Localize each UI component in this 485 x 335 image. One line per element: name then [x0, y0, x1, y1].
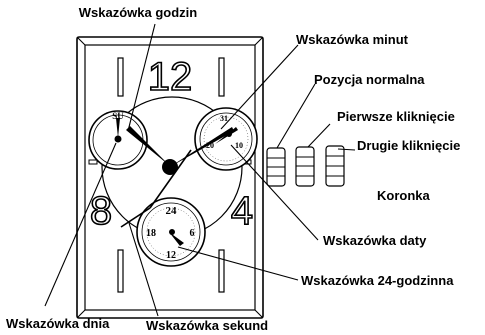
label-crown: Koronka — [377, 188, 431, 203]
label-minute-hand: Wskazówka minut — [296, 32, 409, 47]
date-label-31: 31 — [220, 114, 228, 123]
index-5 — [218, 249, 225, 293]
day-label-su: SU — [112, 111, 124, 121]
label-hour-hand: Wskazówka godzin — [79, 5, 198, 20]
label-day-hand: Wskazówka dnia — [6, 316, 110, 331]
label-normal-position: Pozycja normalna — [314, 72, 425, 87]
numeral-4: 4 — [231, 189, 253, 233]
leader-day-hand — [44, 142, 117, 307]
leader-date-hand — [230, 144, 319, 241]
leader-first-click — [307, 123, 331, 148]
index-1 — [218, 57, 225, 97]
label-second-click: Drugie kliknięcie — [357, 138, 460, 153]
leader-hour-hand — [127, 23, 156, 132]
numeral-8: 8 — [90, 189, 112, 233]
date-subdial: 31 20 10 — [194, 107, 258, 171]
h24-label-18: 18 — [146, 228, 156, 239]
label-date-hand: Wskazówka daty — [323, 233, 427, 248]
hour24-subdial: 24 18 6 12 — [136, 197, 206, 267]
date-label-10: 10 — [235, 141, 243, 150]
label-second-hand: Wskazówka sekund — [146, 318, 268, 333]
h24-label-6: 6 — [190, 228, 195, 239]
numeral-12: 12 — [148, 55, 193, 99]
leader-second-click — [337, 148, 356, 151]
leader-minute-hand — [220, 44, 299, 130]
label-24h-hand: Wskazówka 24-godzinna — [301, 273, 454, 288]
main-hands — [120, 126, 234, 228]
leader-24h-hand — [177, 246, 299, 281]
date-label-20: 20 — [206, 141, 214, 150]
h24-label-24: 24 — [166, 205, 178, 217]
h24-label-12: 12 — [166, 250, 176, 261]
leader-lines — [44, 23, 356, 317]
leader-normal-position — [276, 83, 316, 149]
crown-second-click — [325, 145, 345, 187]
index-11 — [117, 57, 124, 97]
crown-normal — [266, 147, 286, 187]
marker-9 — [88, 159, 98, 165]
leader-second-hand — [128, 222, 159, 317]
crown-first-click — [295, 146, 315, 187]
index-7 — [117, 249, 124, 293]
label-first-click: Pierwsze kliknięcie — [337, 109, 455, 124]
